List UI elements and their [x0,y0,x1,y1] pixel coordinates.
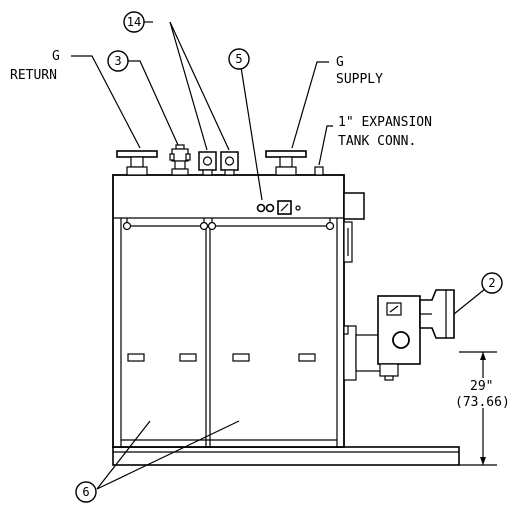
side-components [343,192,365,263]
control-panel [256,200,301,215]
leader-lines [71,21,486,490]
expansion-connection [314,166,324,176]
expansion-line2-label: TANK CONN. [338,134,416,149]
callout-5-label: 5 [235,52,242,66]
panel-handles [127,353,316,362]
dimension-cm-label: (73.66) [455,395,510,410]
return-flange [116,150,158,176]
callout-2-label: 2 [488,276,495,290]
expansion-line1-label: 1" EXPANSION [338,115,432,130]
dimension-inches-label: 29" [470,379,493,394]
g-return-bottom-label: RETURN [10,68,57,83]
callout-6-label: 6 [82,485,89,499]
panel-hangers [122,218,335,231]
relief-valve [169,144,191,176]
callout-6: 6 [75,481,97,503]
callout-3: 3 [107,50,129,72]
height-dimension [459,351,497,466]
callout-3-label: 3 [114,54,121,68]
burner-assembly [343,289,455,381]
callout-5: 5 [228,48,250,70]
boiler-body [112,174,345,448]
g-return-top-label: G [52,49,60,64]
gauges [198,151,239,176]
g-supply-bottom-label: SUPPLY [336,72,383,87]
callout-2: 2 [481,272,503,294]
callout-14-label: 14 [127,15,141,29]
g-supply-top-label: G [336,55,344,70]
supply-flange [265,150,307,176]
callout-14: 14 [123,11,145,33]
